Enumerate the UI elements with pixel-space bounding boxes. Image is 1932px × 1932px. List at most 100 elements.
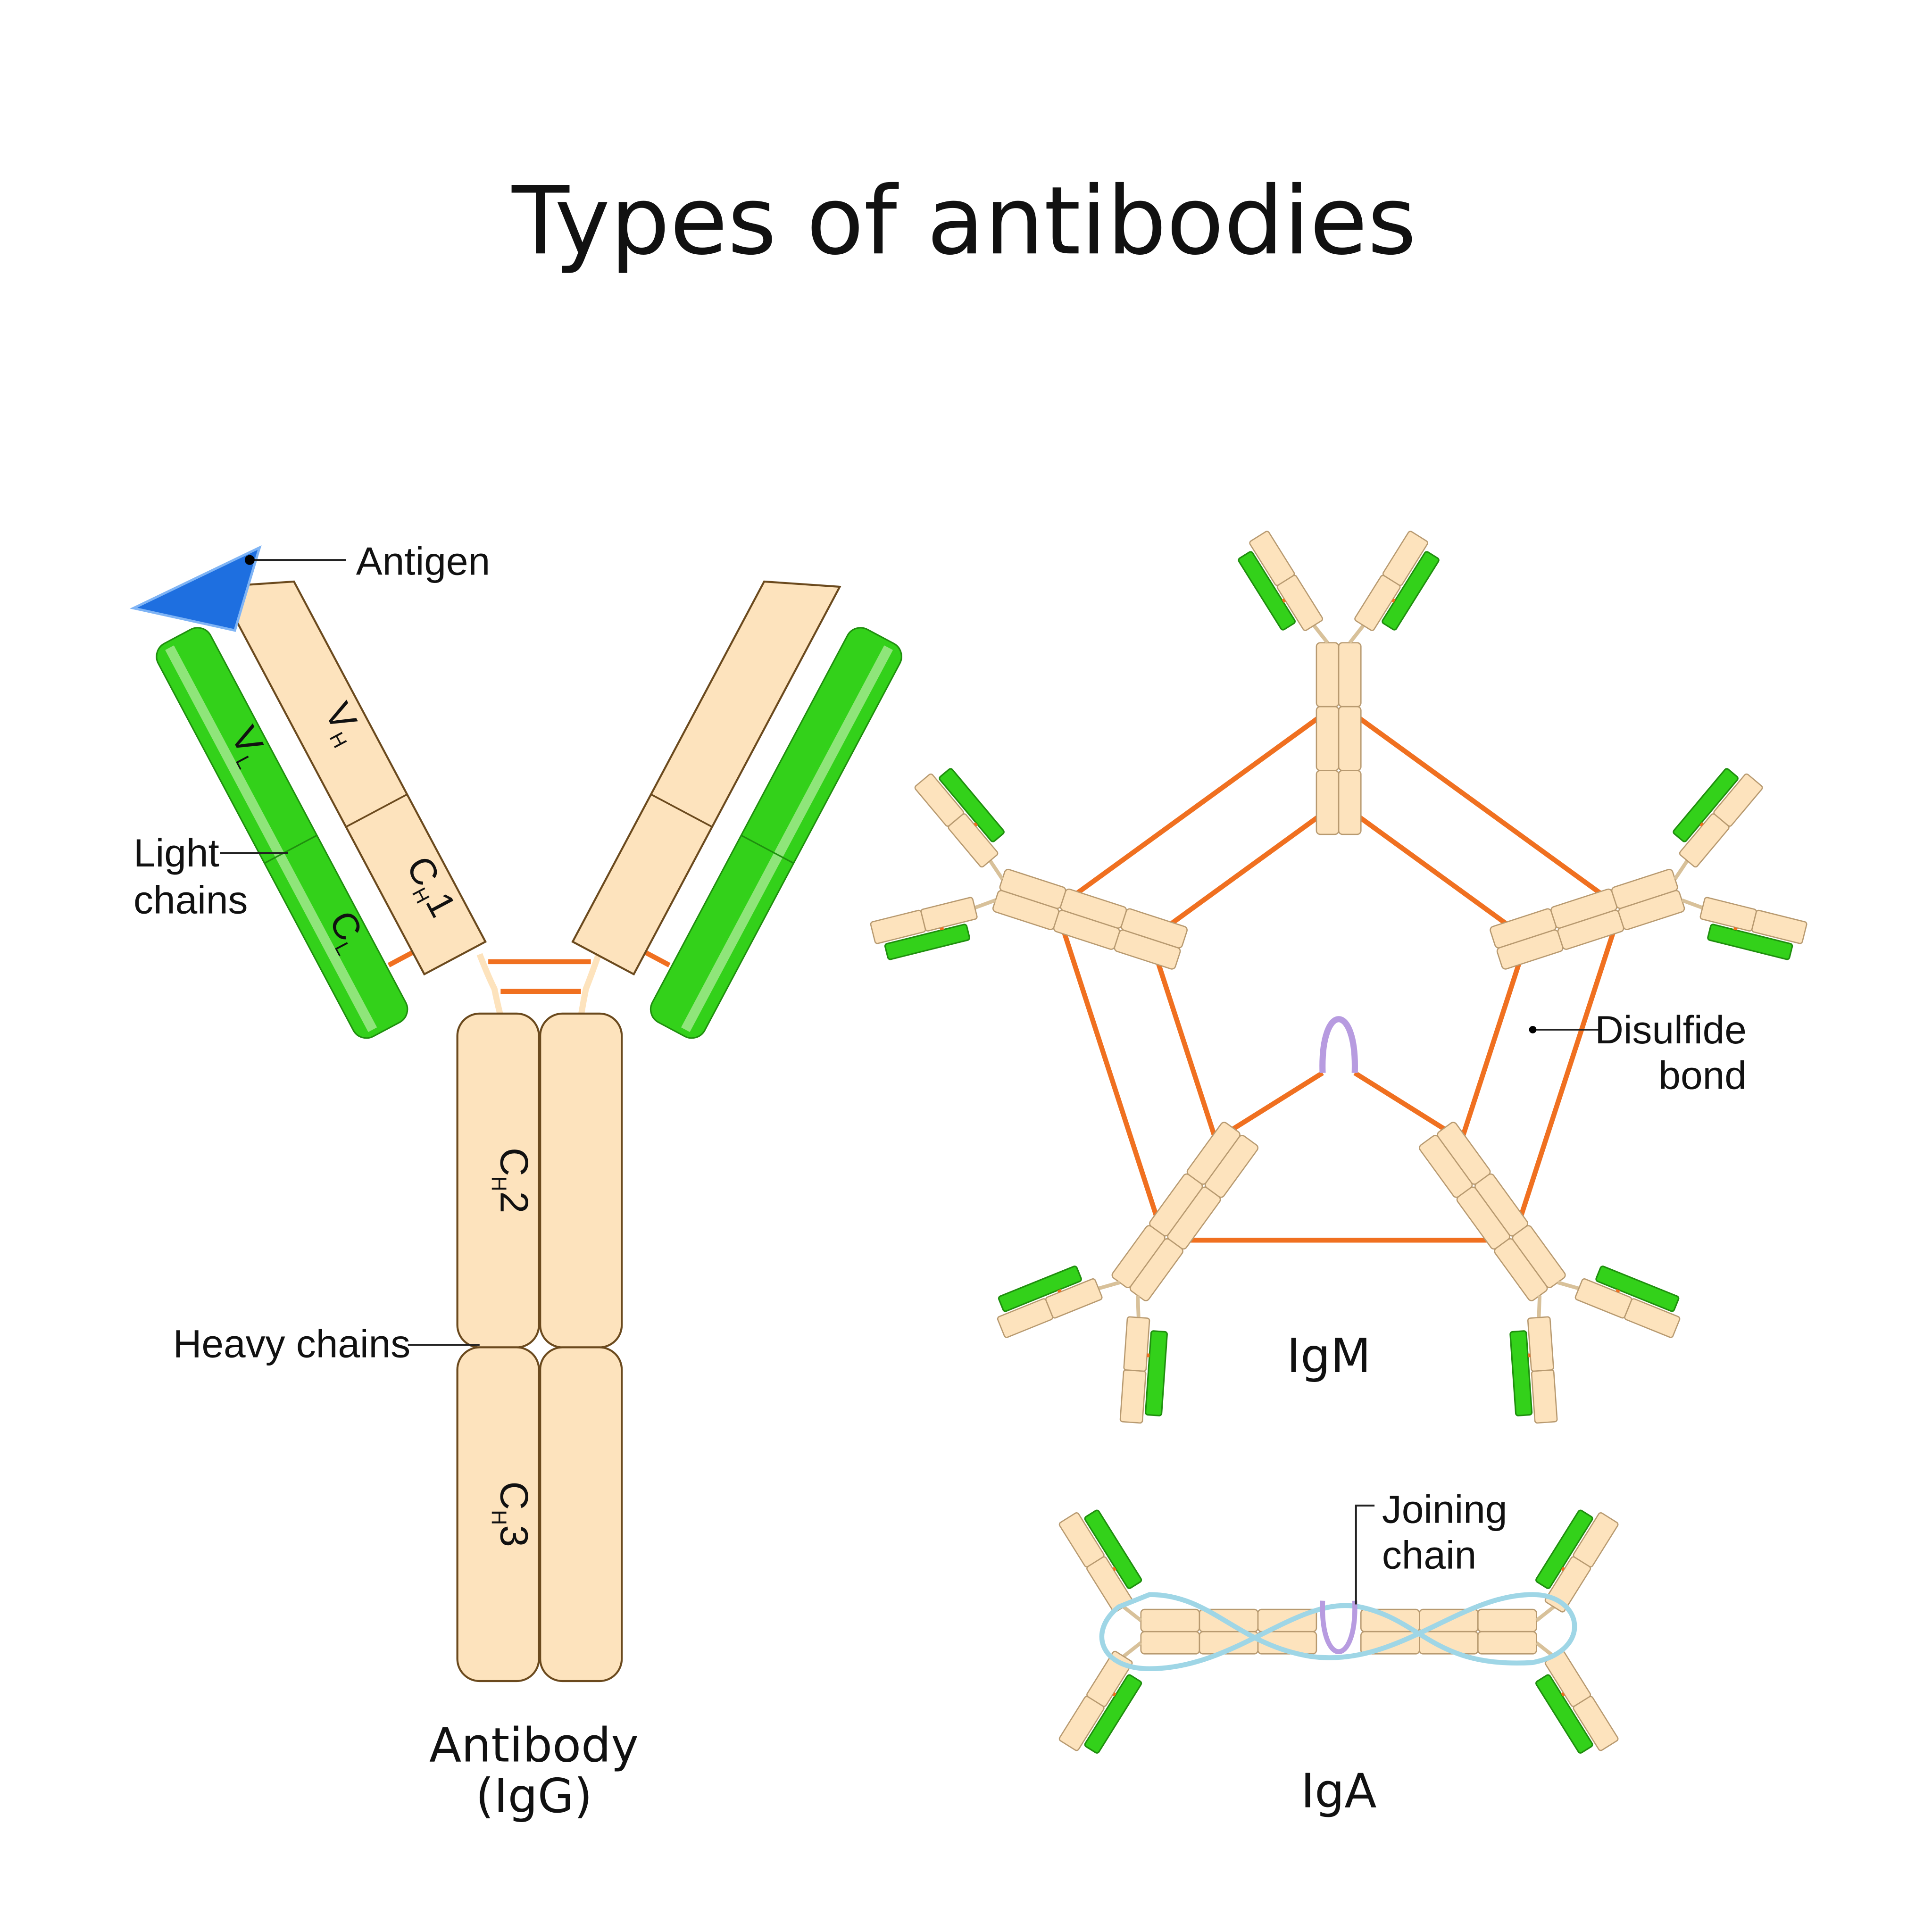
heavy-chain-domain [1316,770,1340,835]
fab-arm [997,1266,1103,1338]
light-chain [1535,1509,1593,1589]
hinge [1136,1295,1141,1318]
hinge [1673,859,1689,880]
ch3-number: 3 [492,1525,536,1547]
disulfide-label-line1: Disulfide [1595,1008,1747,1052]
antigen-leader-dot [244,555,255,565]
hinge [1681,898,1703,910]
ch3-domain-right [539,1346,623,1682]
disulfide-bond [940,927,944,931]
igm-outer-disulfide-bond [1060,928,1160,1221]
fab-arm [914,768,1005,868]
ch1-domain [1354,575,1401,631]
heavy-chain-domain [1316,642,1340,708]
disulfide-bond [1112,1692,1116,1697]
light-chain [1084,1509,1142,1589]
disulfide-bond [1561,1566,1565,1571]
heavy-chain-domain [1140,1608,1200,1632]
hinge [1535,1605,1555,1622]
light-chain [1509,1330,1533,1416]
joining-chain-leader-line [1355,1504,1375,1605]
disulfide-bond [1616,1289,1620,1293]
vh-domain [1531,1369,1558,1424]
light-chain [998,1266,1082,1312]
ch1-domain [1679,813,1730,868]
antigen-triangle [130,545,262,632]
ch1-domain [920,897,978,932]
fab-arm [1509,1316,1558,1424]
light-chain [1382,551,1440,631]
ch3-subscript: H [487,1510,510,1525]
hinge [1122,1605,1142,1622]
disulfide-bond [1057,1289,1062,1293]
igm-joining-chain [1319,1016,1358,1073]
arm-disulfide-bond [387,950,414,967]
heavy-chain-domain [1338,770,1362,835]
fab-arm [1574,1266,1681,1338]
igm-outer-disulfide-bond [1517,928,1617,1221]
igm-outer-disulfide-bond [1354,714,1606,898]
igm-outer-disulfide-bond [1072,714,1323,898]
heavy-chain-domain [1477,1631,1537,1655]
heavy-chain-right-arm [571,580,841,976]
disulfide-label-line2: bond [1658,1053,1747,1098]
vh-domain [1119,1369,1147,1424]
hinge [1312,624,1329,644]
ch3-domain-left [456,1346,540,1682]
antigen-label: Antigen [356,539,490,583]
disulfide-bond [1282,598,1286,603]
light-chains-label-line1: Light [133,831,219,875]
light-chain-right [650,627,902,1039]
ch2-subscript: H [487,1176,510,1191]
ch1-domain [1123,1316,1150,1372]
svg-text:CH2: CH2 [487,1148,536,1213]
igm-disulfide-bonds [1060,714,1617,1243]
iga-secretory-link [1099,1592,1577,1672]
igm-inner-disulfide-bond [1459,958,1523,1141]
heavy-chain-domain [1316,706,1340,771]
ch2-number: 2 [492,1191,536,1214]
light-chains-label-line2: chains [133,878,248,922]
fab-arm [1354,531,1440,631]
ch2-label: C [492,1148,536,1176]
antibody-monomer [1058,1509,1317,1754]
light-chain-left [156,627,408,1039]
ch2-domain-right [539,1012,623,1349]
right-fab-arm [571,580,902,1039]
iga-monomers [1058,1509,1619,1754]
disulfide-bond [1561,1692,1565,1697]
light-chain [1084,1674,1142,1754]
igm-name: IgM [1287,1329,1371,1383]
disulfide-bond [1699,822,1704,827]
fab-arm [1238,531,1324,631]
heavy-chain-domain [1338,706,1362,771]
hinge-left [476,953,504,1017]
hinge [1098,1281,1120,1291]
iga-joining-chain [1320,1600,1357,1654]
hinge [988,859,1004,880]
svg-text:CH3: CH3 [487,1482,536,1547]
heavy-chain-domain [1140,1631,1200,1655]
light-chain [1535,1674,1593,1754]
iga-dimer: Joining chain IgA [1058,1487,1619,1818]
antibody-monomer [997,1122,1259,1424]
joining-chain-label-line1: Joining [1382,1487,1507,1532]
igm-monomers [870,531,1807,1424]
igg-name-line1: Antibody [429,1718,639,1773]
ch1-domain [1045,1278,1103,1319]
igm-inner-disulfide-bond [1154,958,1218,1141]
ch1-domain [1276,575,1324,631]
heavy-chain-left-arm [217,580,487,976]
fab-arm [870,897,978,960]
fab-arm [1119,1316,1168,1424]
arm-disulfide-bond [644,950,671,967]
page-title: Types of antibodies [511,166,1416,275]
hinge-right [578,950,603,1017]
vl-cl-boundary [264,834,317,864]
joining-chain-label-line2: chain [1382,1533,1476,1577]
hinge [1557,1281,1580,1291]
light-chain [1238,551,1296,631]
igm-inner-disulfide-bond [1354,812,1511,928]
heavy-chain-domain [1477,1608,1537,1632]
ch1-domain [948,813,999,868]
